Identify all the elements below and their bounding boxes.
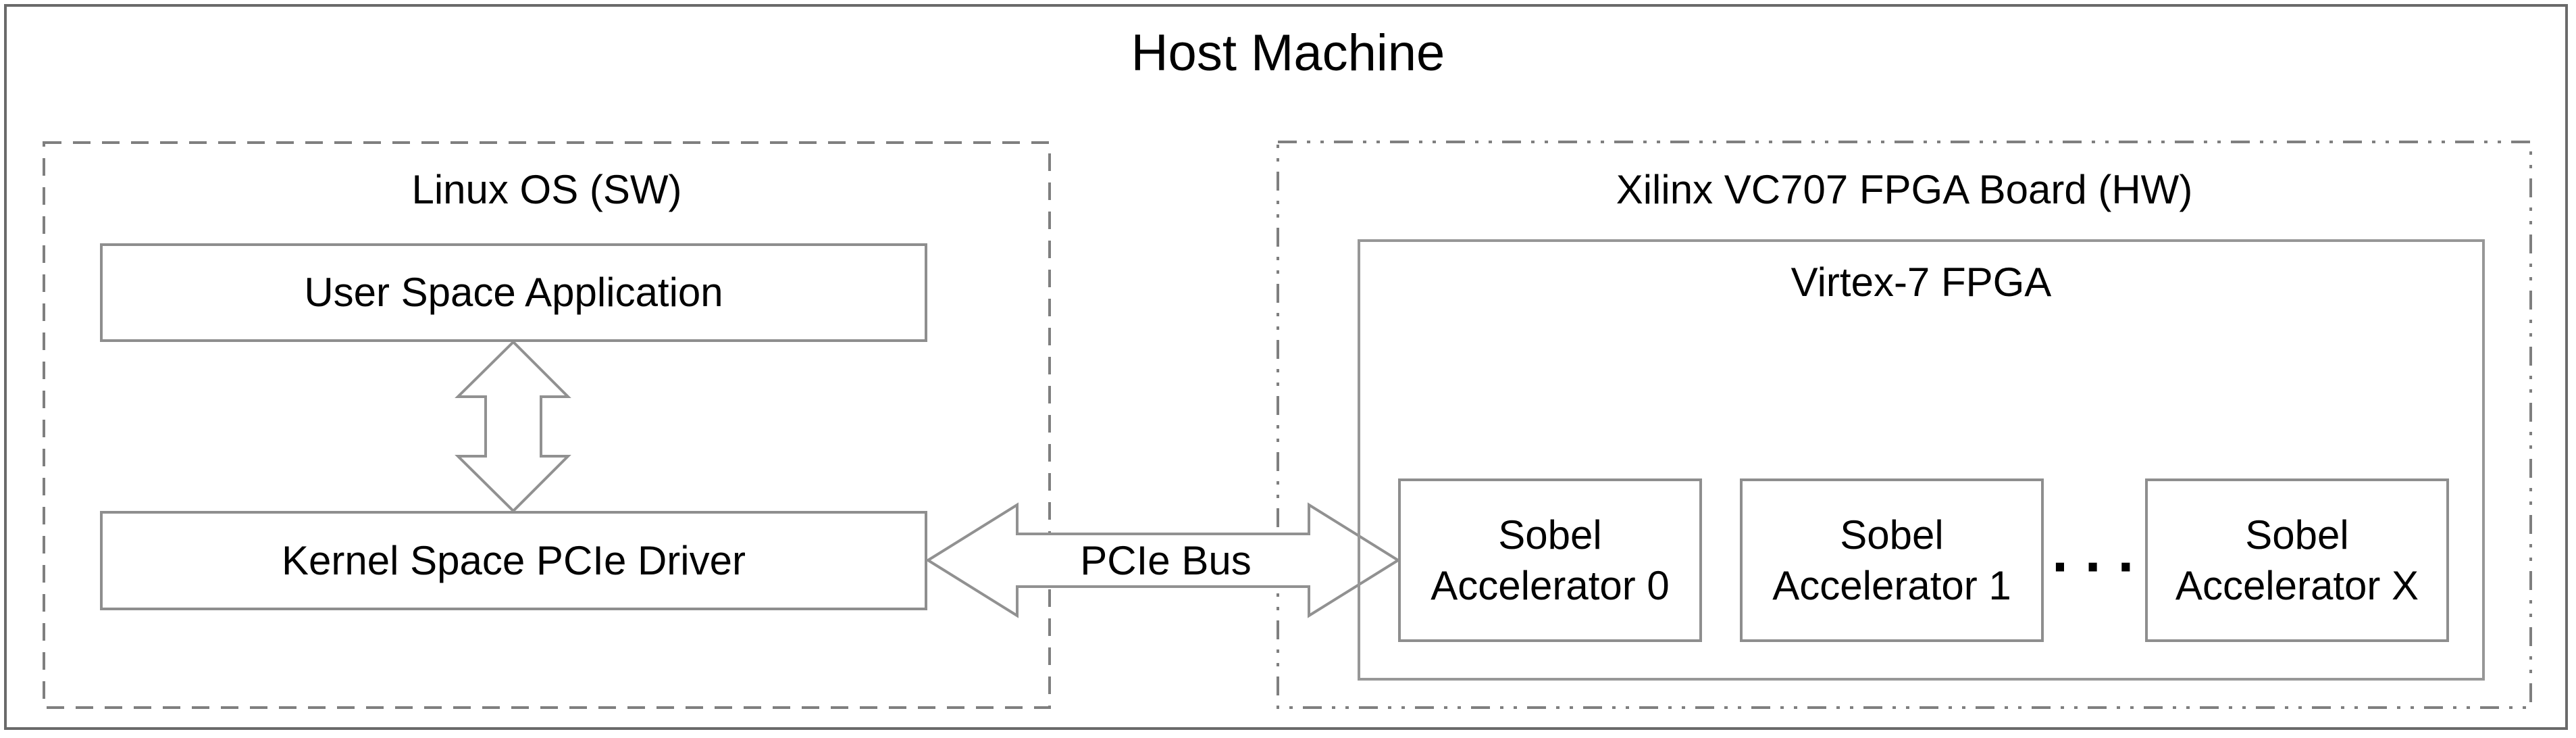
sobel-accelerator-0-line2: Accelerator 0 [1431,563,1670,608]
pcie-bus-label: PCIe Bus [1080,538,1252,583]
virtex-7-fpga-label: Virtex-7 FPGA [1791,260,2052,305]
linux-os-group-label: Linux OS (SW) [411,167,682,212]
virtex-7-fpga-box [1358,239,2485,681]
sobel-accelerator-0-line1: Sobel [1498,512,1602,558]
sobel-accelerator-1-line2: Accelerator 1 [1772,563,2011,608]
accelerator-ellipsis: ··· [2052,535,2150,599]
diagram-title: Host Machine [1131,24,1445,82]
linux-os-group-border [43,141,1051,709]
kernel-space-pcie-driver-box: Kernel Space PCIe Driver [100,511,927,610]
fpga-board-group-border [1277,141,2532,709]
sobel-accelerator-0-box: Sobel Accelerator 0 [1398,478,1702,642]
user-space-application-label: User Space Application [304,270,723,315]
sobel-accelerator-1-line1: Sobel [1840,512,1944,558]
sobel-accelerator-x-line2: Accelerator X [2175,563,2419,608]
kernel-space-pcie-driver-label: Kernel Space PCIe Driver [282,537,746,583]
sobel-accelerator-x-line1: Sobel [2245,512,2349,558]
sobel-accelerator-x-box: Sobel Accelerator X [2145,478,2449,642]
host-machine-frame [4,4,2568,730]
fpga-board-group-label: Xilinx VC707 FPGA Board (HW) [1616,167,2193,212]
sobel-accelerator-1-box: Sobel Accelerator 1 [1740,478,2044,642]
user-space-application-box: User Space Application [100,243,927,342]
